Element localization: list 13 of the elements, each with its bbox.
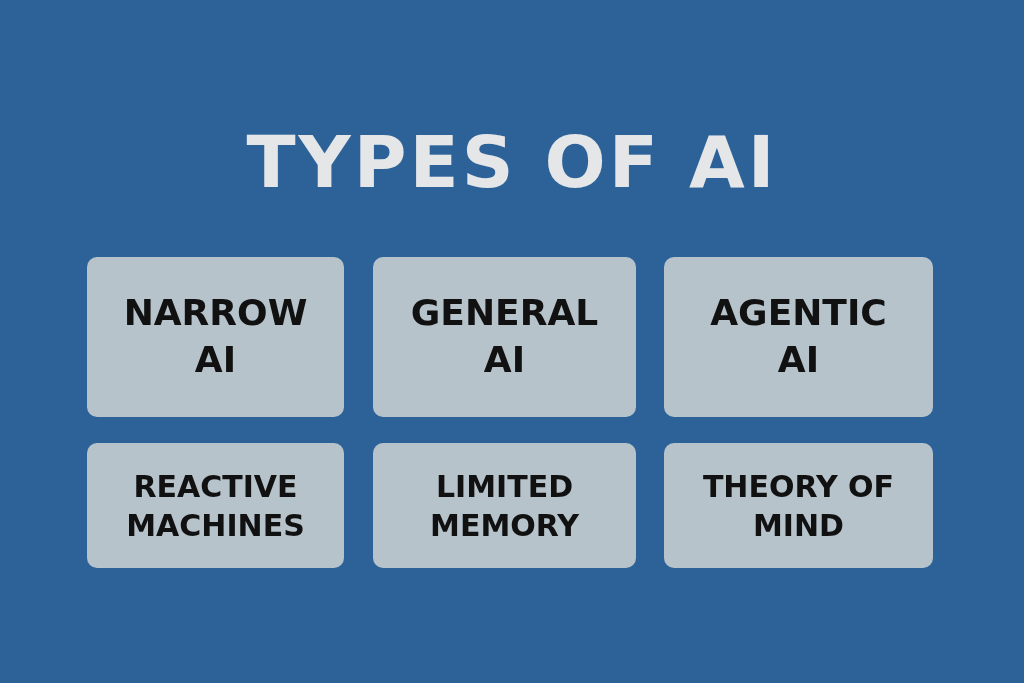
category-box [373, 257, 636, 417]
box-label: LIMITED MEMORY [429, 467, 580, 545]
category-box [664, 443, 933, 568]
box-label: GENERAL AI [409, 291, 600, 382]
box-label: THEORY OF MIND [701, 467, 896, 545]
box-label: AGENTIC AI [709, 291, 888, 382]
box-label: NARROW AI [122, 291, 309, 382]
category-box [373, 443, 636, 568]
box-label: REACTIVE MACHINES [125, 467, 306, 545]
category-box [87, 443, 344, 568]
title: TYPES OF AI [246, 120, 778, 204]
category-box [664, 257, 933, 417]
category-box [87, 257, 344, 417]
